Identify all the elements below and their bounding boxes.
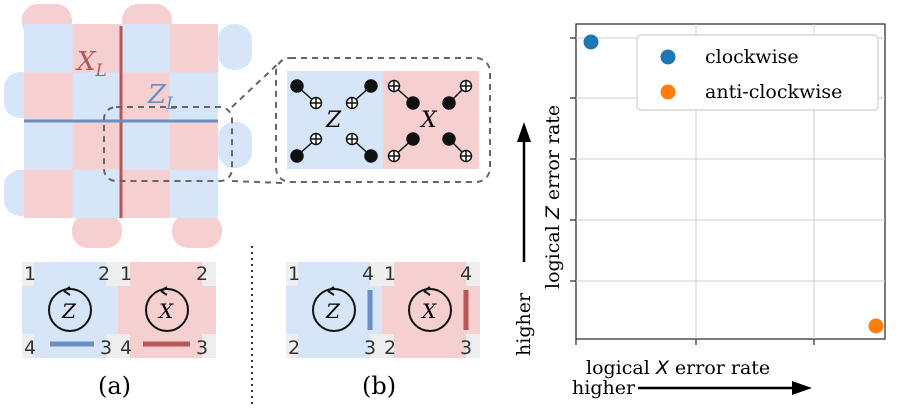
inset-x-label: X (419, 108, 438, 133)
svg-text:Z: Z (61, 299, 77, 323)
inset-z-label: Z (325, 108, 342, 133)
svg-text:2: 2 (384, 337, 396, 359)
caption-b: (b) (362, 372, 396, 400)
svg-text:3: 3 (100, 337, 112, 359)
svg-text:3: 3 (364, 337, 376, 359)
svg-text:4: 4 (362, 263, 374, 285)
legend-label-clockwise: clockwise (705, 46, 799, 68)
svg-text:1: 1 (120, 263, 132, 285)
xl-label: XL (75, 47, 107, 81)
legend-marker-anti-clockwise (660, 84, 676, 100)
svg-text:1: 1 (288, 263, 300, 285)
svg-text:4: 4 (460, 263, 472, 285)
svg-text:2: 2 (98, 263, 110, 285)
svg-text:3: 3 (460, 337, 472, 359)
x-arrow-label: higher (572, 377, 636, 399)
point-clockwise (583, 34, 599, 50)
scatter-plot: clockwise anti-clockwise logical Z error… (513, 23, 886, 399)
svg-text:4: 4 (120, 337, 132, 359)
y-axis-label: logical Z error rate (542, 105, 564, 289)
y-arrow-label: higher (513, 292, 535, 356)
zl-label: ZL (147, 80, 177, 114)
legend: clockwise anti-clockwise (636, 34, 879, 111)
svg-text:X: X (157, 299, 174, 323)
svg-text:3: 3 (196, 337, 208, 359)
svg-text:2: 2 (288, 337, 300, 359)
caption-a: (a) (98, 372, 131, 400)
svg-text:4: 4 (24, 337, 36, 359)
zoom-inset: Z X (275, 57, 491, 183)
surface-code-lattice: XL ZL (4, 4, 252, 248)
svg-text:2: 2 (196, 263, 208, 285)
panel-a: 1 2 4 3 Z 1 2 4 3 X (a) (22, 262, 216, 400)
svg-text:Z: Z (325, 299, 341, 323)
legend-label-anti-clockwise: anti-clockwise (705, 81, 842, 103)
x-axis-label: logical X error rate (586, 357, 770, 379)
panel-b: 1 4 2 3 Z 1 4 2 3 X (b) (286, 262, 480, 400)
svg-text:1: 1 (24, 263, 36, 285)
svg-text:X: X (420, 299, 437, 323)
legend-marker-clockwise (660, 49, 676, 65)
point-anti-clockwise (868, 318, 884, 334)
svg-text:1: 1 (384, 263, 396, 285)
